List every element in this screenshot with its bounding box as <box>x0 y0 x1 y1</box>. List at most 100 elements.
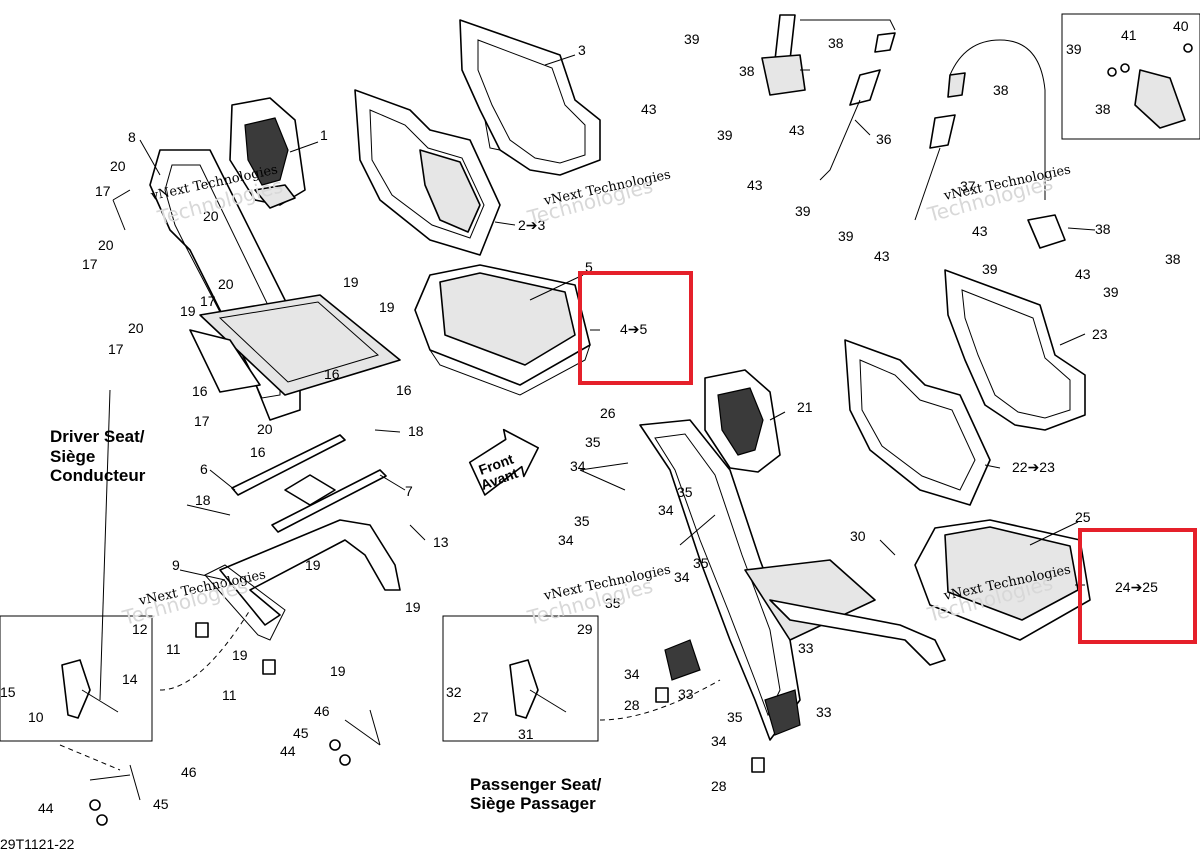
callout-38f: 38 <box>1165 251 1181 267</box>
passenger-seat-title-en: Passenger Seat/ <box>470 775 602 794</box>
driver-seat-title-en: Driver Seat/ <box>50 427 145 446</box>
callout-45b: 45 <box>153 796 169 812</box>
callout-39c: 39 <box>795 203 811 219</box>
section-titles: Driver Seat/ Siège Conducteur Passenger … <box>50 427 602 813</box>
callout-18b: 18 <box>408 423 424 439</box>
callout-4-5: 4➔5 <box>620 321 648 337</box>
driver-base-frame <box>195 519 401 675</box>
callout-27: 27 <box>473 709 489 725</box>
callout-34f: 34 <box>711 733 727 749</box>
callout-46a: 46 <box>314 703 330 719</box>
callout-9: 9 <box>172 557 180 573</box>
callout-10: 10 <box>28 709 44 725</box>
callout-33b: 33 <box>678 686 694 702</box>
callout-19e: 19 <box>405 599 421 615</box>
driver-seat-frame <box>149 149 401 421</box>
callout-35c: 35 <box>574 513 590 529</box>
driver-guide-line <box>159 609 251 691</box>
passenger-seat-title-fr: Siège Passager <box>470 794 596 813</box>
callout-20d: 20 <box>218 276 234 292</box>
driver-seat-cushion <box>414 264 591 396</box>
callout-36: 36 <box>876 131 892 147</box>
callout-19g: 19 <box>330 663 346 679</box>
callout-20c: 20 <box>98 237 114 253</box>
seat-belt-buckle-inset <box>1107 43 1193 129</box>
callout-45a: 45 <box>293 725 309 741</box>
callout-20a: 20 <box>110 158 126 174</box>
callout-29: 29 <box>577 621 593 637</box>
callout-43d: 43 <box>874 248 890 264</box>
driver-seat-cover <box>459 19 601 176</box>
callout-16a: 16 <box>192 383 208 399</box>
callout-16d: 16 <box>250 444 266 460</box>
callout-22-23: 22➔23 <box>1012 459 1055 475</box>
callout-39d: 39 <box>838 228 854 244</box>
callout-33a: 33 <box>798 640 814 656</box>
callout-38a: 38 <box>739 63 755 79</box>
callout-44a: 44 <box>280 743 296 759</box>
callout-34e: 34 <box>624 666 640 682</box>
callout-19b: 19 <box>379 299 395 315</box>
callout-43b: 43 <box>789 122 805 138</box>
callout-43e: 43 <box>972 223 988 239</box>
callout-41: 41 <box>1121 27 1137 43</box>
callout-13: 13 <box>433 534 449 550</box>
callout-17a: 17 <box>95 183 111 199</box>
watermark-4b: Technologies <box>119 573 250 630</box>
callout-35b: 35 <box>677 484 693 500</box>
callout-39a: 39 <box>684 31 700 47</box>
figure-code: 29T1121-22 <box>0 836 75 851</box>
callout-14: 14 <box>122 671 138 687</box>
callout-24-25: 24➔25 <box>1115 579 1158 595</box>
callout-35f: 35 <box>727 709 743 725</box>
callout-7: 7 <box>405 483 413 499</box>
callout-43f: 43 <box>1075 266 1091 282</box>
passenger-guide-line <box>599 679 721 721</box>
leader-lines <box>99 54 1096 701</box>
passenger-seat-frame <box>639 419 946 773</box>
callout-43a: 43 <box>641 101 657 117</box>
callout-33c: 33 <box>816 704 832 720</box>
passenger-seat-cushion <box>914 519 1091 641</box>
callout-19c: 19 <box>180 303 196 319</box>
callout-16c: 16 <box>396 382 412 398</box>
callout-34b: 34 <box>658 502 674 518</box>
passenger-latch-inset-box <box>442 615 599 742</box>
driver-seat-title-fr-2: Conducteur <box>50 466 146 485</box>
driver-latch-inset-box <box>0 615 153 742</box>
callout-3: 3 <box>578 42 586 58</box>
callout-39e: 39 <box>982 261 998 277</box>
front-direction-arrow: Front Avant <box>468 428 539 496</box>
driver-guide-line-2 <box>59 744 121 771</box>
callout-25: 25 <box>1075 509 1091 525</box>
callout-19f: 19 <box>232 647 248 663</box>
callout-21: 21 <box>797 399 813 415</box>
callout-39g: 39 <box>1103 284 1119 300</box>
callout-40: 40 <box>1173 18 1189 34</box>
callout-6: 6 <box>200 461 208 477</box>
callout-20e: 20 <box>128 320 144 336</box>
seat-belt-inset-box <box>1061 13 1200 140</box>
driver-seat-title-fr-1: Siège <box>50 447 95 466</box>
callout-17d: 17 <box>108 341 124 357</box>
callout-11a: 11 <box>166 641 181 657</box>
passenger-latch-mechanism <box>509 659 567 719</box>
watermark-2b: Technologies <box>524 173 655 230</box>
callout-17e: 17 <box>194 413 210 429</box>
highlight-box-4-5 <box>578 271 693 385</box>
highlight-box-24-25 <box>1078 528 1197 644</box>
callout-39f: 39 <box>1066 41 1082 57</box>
callout-34d: 34 <box>674 569 690 585</box>
driver-headrest <box>229 97 306 209</box>
callout-28a: 28 <box>624 697 640 713</box>
driver-slide-rails <box>231 434 387 533</box>
callout-5: 5 <box>585 259 593 275</box>
driver-latch-mechanism <box>61 659 119 719</box>
callout-20b: 20 <box>203 208 219 224</box>
callout-8: 8 <box>128 129 136 145</box>
callout-38c: 38 <box>993 82 1009 98</box>
callout-34c: 34 <box>558 532 574 548</box>
callout-43c: 43 <box>747 177 763 193</box>
passenger-seat-back <box>844 339 991 506</box>
